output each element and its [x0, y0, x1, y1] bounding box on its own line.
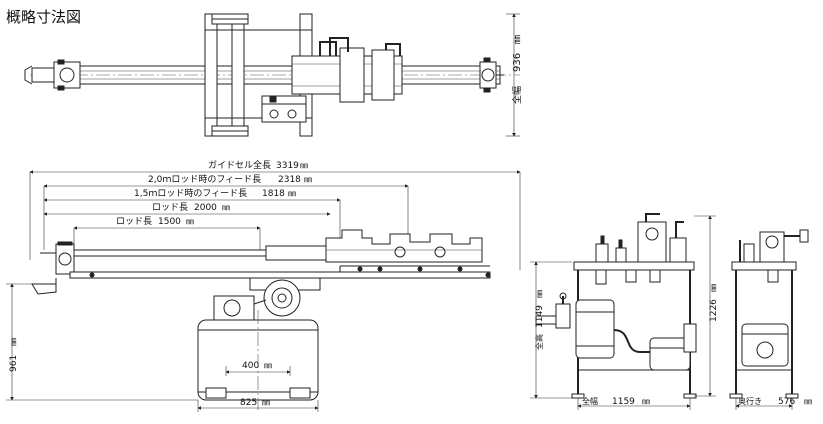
- dim-guide-cell-label: ガイドセル全長: [208, 159, 271, 171]
- dim-base-inner-unit: ㎜: [264, 361, 272, 370]
- dim-rod15-label: ロッド長: [116, 216, 152, 227]
- top-width-unit: ㎜: [513, 35, 523, 44]
- end-depth-unit: ㎜: [804, 397, 812, 406]
- dim-feed20-value: 2318: [278, 175, 301, 185]
- top-view: 全幅 936 ㎜: [24, 13, 523, 137]
- dim-guide-cell-unit: ㎜: [300, 161, 308, 170]
- dim-rod20-unit: ㎜: [222, 203, 230, 212]
- side-view: ガイドセル全長 3319 ㎜ 2,0ｍロッド時のフィード長 2318 ㎜ 1,5…: [6, 159, 521, 412]
- dim-base-inner-value: 400: [242, 361, 259, 371]
- dim-rod15-value: 1500: [158, 217, 181, 227]
- dim-feed15-unit: ㎜: [288, 189, 296, 198]
- front-width-label: 全幅: [582, 396, 598, 406]
- top-width-value: 936: [512, 53, 523, 72]
- front-width-unit: ㎜: [642, 397, 650, 406]
- drawing-title: 概略寸法図: [6, 8, 81, 26]
- dim-feed20-label: 2,0ｍロッド時のフィード長: [148, 174, 261, 185]
- dim-height-total-unit: ㎜: [9, 338, 18, 346]
- dim-feed20-unit: ㎜: [304, 175, 312, 184]
- dim-guide-cell-value: 3319: [276, 161, 299, 171]
- dim-base-outer-value: 825: [240, 398, 257, 408]
- dim-base-outer-unit: ㎜: [262, 398, 270, 407]
- top-width-label: 全幅: [511, 86, 523, 104]
- front-height-value: 1149: [535, 305, 545, 328]
- front-height2-unit: ㎜: [709, 284, 718, 292]
- front-height-unit: ㎜: [535, 290, 544, 298]
- front-view: 1226 ㎜ 全高 1149 ㎜ 全幅 1159 ㎜: [530, 213, 719, 410]
- dim-rod20-value: 2000: [194, 203, 217, 213]
- front-height2-value: 1226: [709, 299, 719, 322]
- end-depth-value: 576: [778, 397, 795, 407]
- end-depth-label: 奥行き: [738, 396, 762, 406]
- dim-feed15-label: 1,5ｍロッド時のフィード長: [134, 188, 247, 199]
- end-view: 奥行き 576 ㎜: [729, 229, 812, 410]
- dim-rod15-unit: ㎜: [186, 217, 194, 226]
- dim-height-total-value: 961: [9, 355, 19, 372]
- dim-feed15-value: 1818: [262, 189, 285, 199]
- front-width-value: 1159: [612, 397, 635, 407]
- dim-rod20-label: ロッド長: [152, 202, 188, 213]
- front-height-label: 全高: [534, 334, 544, 350]
